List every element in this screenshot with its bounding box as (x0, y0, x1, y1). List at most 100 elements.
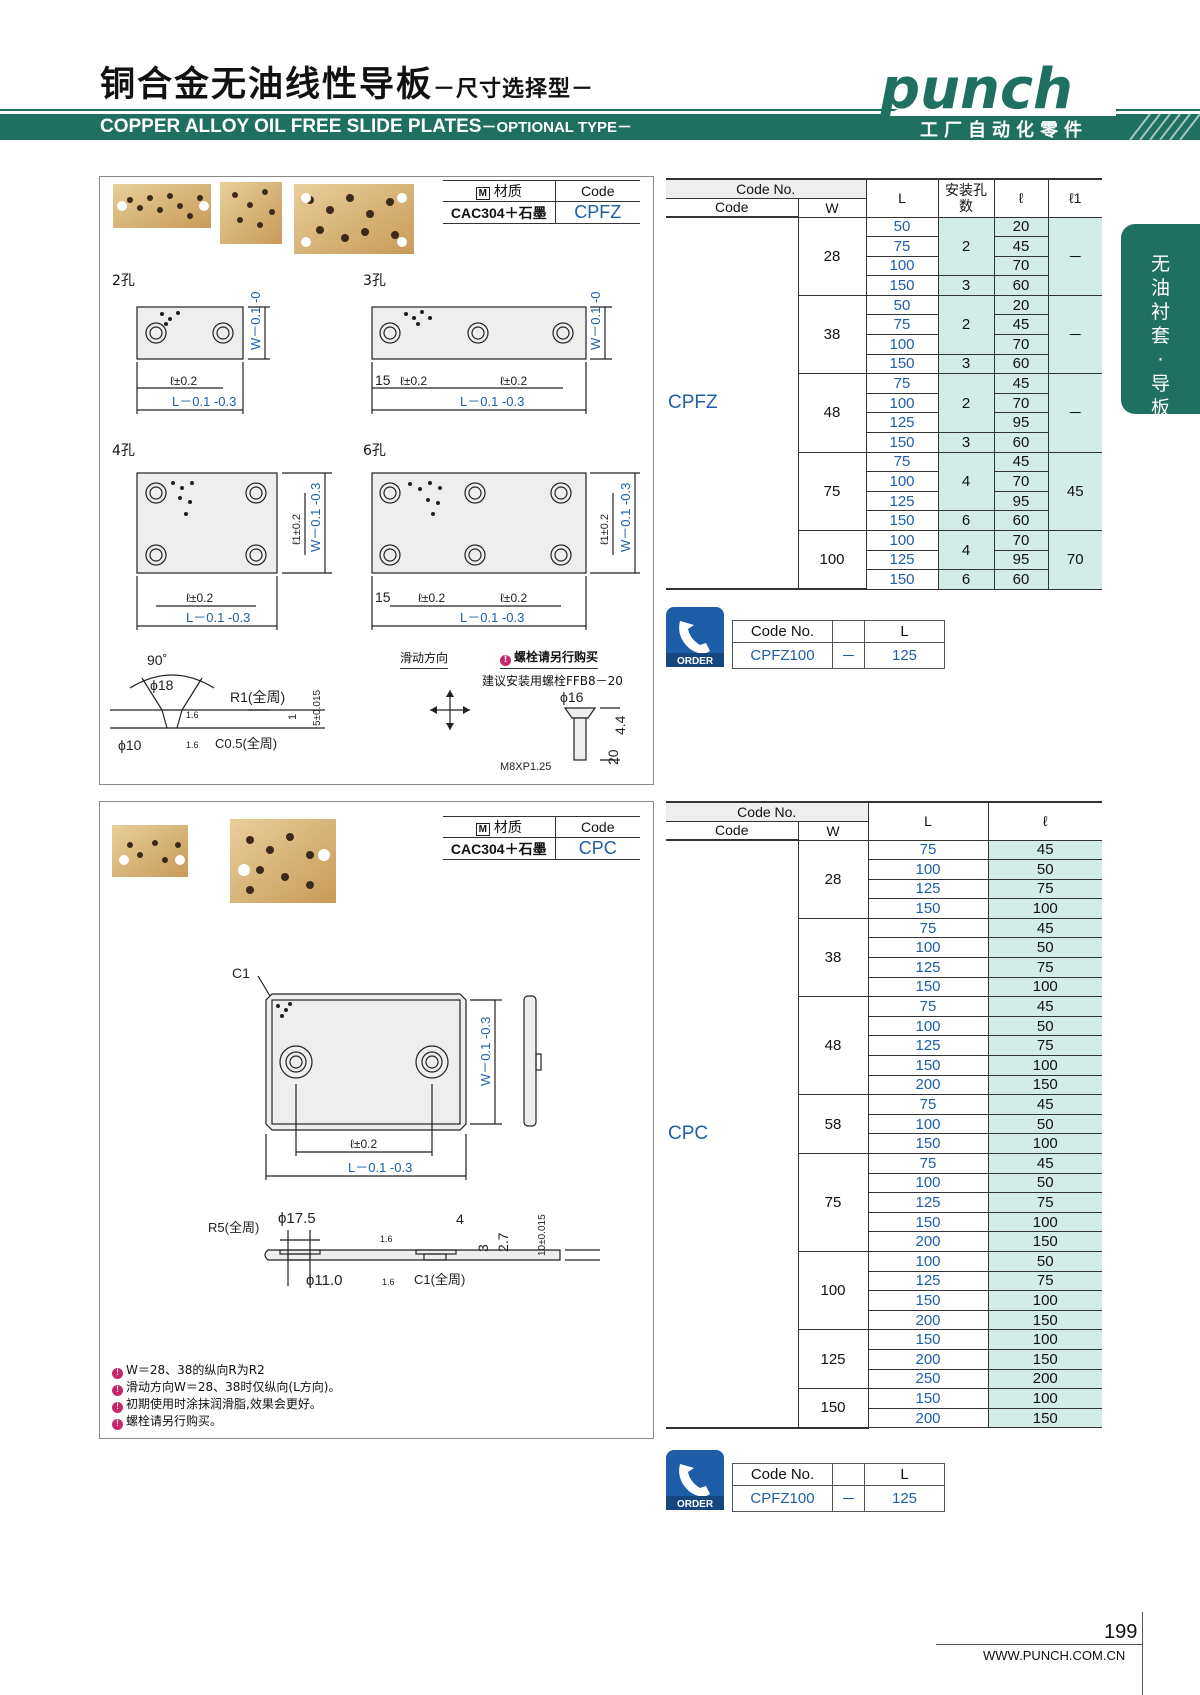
ell-cell: 75 (987, 1035, 1102, 1057)
w-cell: 100 (797, 530, 866, 591)
svg-text:ℓ1±0.2: ℓ1±0.2 (599, 514, 611, 545)
ell-cell: 45 (993, 236, 1048, 257)
holes-cell: 3 (937, 275, 994, 296)
holes-cell: 2 (937, 216, 994, 277)
ell-cell: 100 (987, 1055, 1102, 1076)
photo-2hole (113, 184, 211, 228)
svg-text:ORDER: ORDER (677, 656, 714, 667)
svg-text:ℓ±0.2: ℓ±0.2 (350, 1137, 377, 1151)
svg-text:4.4: 4.4 (612, 715, 628, 735)
code-cell: CPC (666, 839, 798, 1429)
svg-text:ϕ18: ϕ18 (150, 677, 174, 693)
svg-text:R1(全周): R1(全周) (230, 689, 285, 705)
l-cell: 100 (865, 393, 938, 414)
l-cell: 100 (865, 334, 938, 355)
ell-cell: 60 (993, 510, 1048, 531)
table-row: 75 45 (666, 314, 1102, 336)
ell-cell: 75 (987, 1271, 1102, 1292)
ell-cell: 95 (993, 412, 1048, 434)
l-cell: 150 (867, 1133, 988, 1154)
l-cell: 100 (867, 859, 988, 880)
ell-cell: 100 (987, 977, 1102, 998)
cpc-order-example: Code No.L CPFZ100－125 (732, 1463, 946, 1512)
ell-cell: 45 (993, 314, 1048, 336)
ell-cell: 150 (987, 1310, 1102, 1331)
note-item: !初期使用时涂抹润滑脂,效果会更好。 (112, 1396, 340, 1413)
w-cell: 125 (797, 1329, 868, 1389)
ell-cell: 50 (987, 1250, 1102, 1272)
holes-cell: 4 (937, 529, 994, 571)
ell-cell: 60 (993, 354, 1048, 375)
ell-cell: 75 (987, 957, 1102, 978)
holes-cell: 4 (937, 451, 994, 512)
ell-cell: 150 (987, 1349, 1102, 1370)
svg-text:ϕ11.0: ϕ11.0 (306, 1272, 342, 1289)
l-cell: 125 (867, 1271, 988, 1292)
svg-text:R5(全周): R5(全周) (208, 1220, 259, 1235)
header-bar (0, 114, 1200, 140)
ell-cell: 70 (993, 393, 1048, 414)
l-cell: 100 (867, 1114, 988, 1135)
l-cell: 100 (867, 1016, 988, 1037)
ell-cell: 95 (993, 491, 1048, 512)
ell-cell: 45 (993, 373, 1048, 394)
side-tab[interactable]: 无油衬套·导板 (1121, 224, 1200, 419)
label-3hole: 3孔 (363, 273, 386, 289)
holes-cell: 2 (937, 294, 994, 355)
svg-text:ℓ±0.2: ℓ±0.2 (418, 591, 445, 605)
l-cell: 75 (865, 236, 938, 257)
svg-text:5±0.015: 5±0.015 (312, 689, 323, 726)
l-cell: 250 (867, 1369, 988, 1390)
page-title: 铜合金无油线性导板－尺寸选择型－ (100, 65, 595, 105)
l-cell: 150 (867, 1388, 988, 1409)
svg-text:ORDER: ORDER (677, 1499, 714, 1510)
ell-cell: 45 (993, 451, 1048, 473)
holes-cell: 6 (937, 569, 994, 590)
ell-cell: 95 (993, 550, 1048, 571)
svg-text:W－0.1 -0.3: W－0.1 -0.3 (308, 483, 323, 552)
svg-text:punch: punch (879, 57, 1073, 116)
svg-text:1.6: 1.6 (186, 740, 199, 750)
ell-cell: 20 (993, 294, 1048, 316)
svg-text:C1(全周): C1(全周) (414, 1272, 465, 1287)
svg-text:L－0.1 -0.3: L－0.1 -0.3 (172, 394, 236, 409)
l-cell: 100 (865, 471, 938, 492)
w-cell: 48 (797, 373, 866, 453)
svg-text:L－0.1 -0.3: L－0.1 -0.3 (460, 394, 524, 409)
l-cell: 100 (867, 937, 988, 959)
page-number: 199 (1104, 1621, 1138, 1643)
svg-text:3: 3 (475, 1244, 491, 1252)
photo-6hole (294, 184, 414, 254)
l-cell: 75 (867, 917, 988, 939)
svg-text:ϕ16: ϕ16 (560, 689, 584, 705)
l-cell: 75 (865, 314, 938, 336)
svg-text:1.6: 1.6 (186, 710, 199, 720)
ell-cell: 50 (987, 937, 1102, 959)
ell-cell: 100 (987, 898, 1102, 919)
header-rule (0, 109, 1200, 111)
svg-text:L－0.1 -0.3: L－0.1 -0.3 (186, 610, 250, 625)
th-l: L (865, 178, 938, 217)
w-cell: 28 (797, 839, 868, 919)
l-cell: 200 (867, 1349, 988, 1370)
holes-cell: 3 (937, 432, 994, 453)
l-cell: 75 (867, 839, 988, 861)
